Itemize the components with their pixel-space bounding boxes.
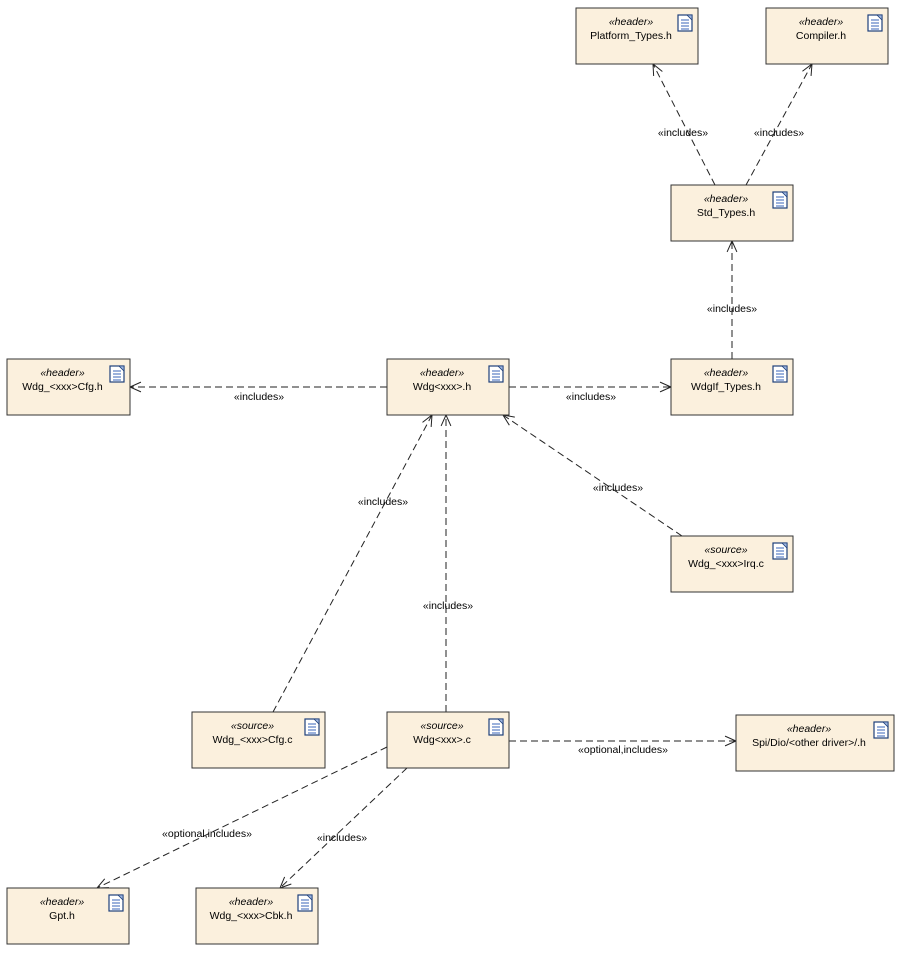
node-gpt-h[interactable]: «header» Gpt.h (6, 887, 130, 945)
node-wdg-irq-c[interactable]: «source» Wdg_<xxx>Irq.c (670, 535, 794, 593)
node-name: Wdg_<xxx>Cfg.h (22, 381, 103, 393)
node-name: Wdg_<xxx>Irq.c (688, 558, 764, 570)
file-icon (304, 718, 320, 736)
node-stereotype: «header» (40, 896, 85, 908)
edge-wdg_h-to-wdg_cfg_h: «includes» (128, 381, 387, 403)
edge-label: «includes» (566, 391, 616, 403)
node-stereotype: «header» (787, 723, 832, 735)
node-stereotype: «header» (704, 193, 749, 205)
file-icon (772, 542, 788, 560)
node-stereotype: «header» (704, 367, 749, 379)
dependency-line (96, 746, 388, 889)
edge-label: «includes» (423, 600, 473, 612)
node-stereotype: «header» (420, 367, 465, 379)
edge-label: «includes» (658, 127, 708, 139)
edge-wdg_h-to-wdgif_types: «includes» (509, 381, 673, 403)
edge-wdg_cfg_c-to-wdg_h: «includes» (272, 413, 433, 713)
node-wdg-c[interactable]: «source» Wdg<xxx>.c (386, 711, 510, 769)
file-icon (772, 191, 788, 209)
node-wdgif-types[interactable]: «header» WdgIf_Types.h (670, 358, 794, 416)
file-icon (108, 894, 124, 912)
node-stereotype: «header» (40, 367, 85, 379)
file-icon (867, 14, 883, 32)
edge-label: «optional,includes» (162, 828, 252, 840)
edge-label: «includes» (707, 303, 757, 315)
file-icon (873, 721, 889, 739)
file-icon (297, 894, 313, 912)
node-wdg-cbk-h[interactable]: «header» Wdg_<xxx>Cbk.h (195, 887, 319, 945)
dependency-line (279, 767, 408, 889)
dependency-line (502, 414, 683, 537)
file-icon (109, 365, 125, 383)
dependency-line (745, 63, 813, 186)
edge-label: «includes» (317, 832, 367, 844)
file-icon (677, 14, 693, 32)
node-platform-types[interactable]: «header» Platform_Types.h (575, 7, 699, 65)
node-name: Wdg<xxx>.h (413, 381, 472, 393)
node-stereotype: «header» (609, 16, 654, 28)
node-stereotype: «header» (229, 896, 274, 908)
node-name: Wdg_<xxx>Cfg.c (213, 734, 293, 746)
dependency-line (652, 63, 716, 186)
node-name: Wdg_<xxx>Cbk.h (210, 910, 293, 922)
edge-label: «optional,includes» (578, 744, 668, 756)
node-name: Wdg<xxx>.c (413, 734, 471, 746)
edges-layer: «includes» «includes» «includes» «includes»… (95, 62, 813, 889)
node-wdg-cfg-c[interactable]: «source» Wdg_<xxx>Cfg.c (191, 711, 326, 769)
node-stereotype: «source» (420, 720, 463, 732)
file-icon (488, 718, 504, 736)
dependency-line (272, 414, 433, 713)
node-name: Spi/Dio/<other driver>/.h (752, 737, 866, 749)
edge-label: «includes» (754, 127, 804, 139)
node-compiler[interactable]: «header» Compiler.h (765, 7, 889, 65)
node-name: Std_Types.h (697, 207, 756, 219)
edge-std_types-to-compiler: «includes» (745, 62, 813, 186)
edge-wdg_irq_c-to-wdg_h: «includes» (501, 414, 683, 537)
node-stereotype: «header» (799, 16, 844, 28)
edge-label: «includes» (234, 391, 284, 403)
nodes-layer: «header» Platform_Types.h «header» Compiler… (6, 7, 895, 945)
node-spi-dio[interactable]: «header» Spi/Dio/<other driver>/.h (735, 714, 895, 772)
edge-wdg_c-to-wdg_h: «includes» (423, 413, 473, 712)
node-stereotype: «source» (704, 544, 747, 556)
node-box (735, 714, 895, 772)
node-stereotype: «source» (231, 720, 274, 732)
edge-std_types-to-platform_types: «includes» (652, 62, 716, 186)
edge-wdgif_types-to-std_types: «includes» (707, 239, 757, 359)
edge-label: «includes» (358, 496, 408, 508)
edge-wdg_c-to-wdg_cbk_h: «includes» (279, 767, 408, 889)
node-wdg-cfg-h[interactable]: «header» Wdg_<xxx>Cfg.h (6, 358, 131, 416)
node-name: WdgIf_Types.h (691, 381, 761, 393)
node-name: Gpt.h (49, 910, 75, 922)
node-std-types[interactable]: «header» Std_Types.h (670, 184, 794, 242)
node-name: Platform_Types.h (590, 30, 672, 42)
edge-label: «includes» (593, 482, 643, 494)
edge-wdg_c-to-spi_dio: «optional,includes» (509, 735, 738, 756)
node-box (670, 358, 794, 416)
node-box (191, 711, 326, 769)
node-name: Compiler.h (796, 30, 846, 42)
file-icon (772, 365, 788, 383)
node-wdg-h[interactable]: «header» Wdg<xxx>.h (386, 358, 510, 416)
file-icon (488, 365, 504, 383)
